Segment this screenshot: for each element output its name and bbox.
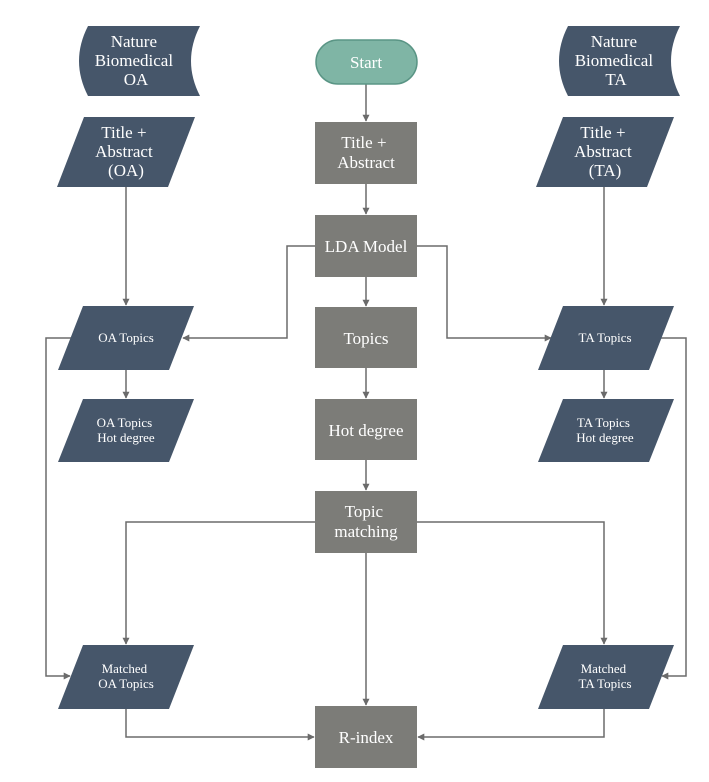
label-line: Abstract xyxy=(574,142,632,161)
label-line: Abstract xyxy=(337,153,395,172)
start-label: Start xyxy=(350,53,382,72)
hot-degree-label: Hot degree xyxy=(328,421,403,440)
label-line: Title + xyxy=(341,133,386,152)
label-line: Matched xyxy=(581,661,627,676)
svg-text:Nature Biomedical: Nature Biomedical TA xyxy=(575,32,658,89)
matched-ta-topics-data: Matched TA Topics xyxy=(538,645,674,709)
edge-lda-to-oa-topics xyxy=(182,245,315,342)
topics-process: Topics xyxy=(315,307,417,368)
svg-text:OA Topics Hot degree: OA Topics Hot degree xyxy=(97,415,156,445)
ta-topics-label: TA Topics xyxy=(578,330,631,345)
data-shape xyxy=(58,399,194,462)
title-abstract-ta-data: Title + Abstract (TA) xyxy=(536,117,674,187)
label-line: Biomedical xyxy=(95,51,174,70)
edge-matched-ta-to-r-index xyxy=(417,708,605,741)
edge-topic-matching-to-matched-ta xyxy=(417,521,608,645)
label-line: matching xyxy=(334,522,398,541)
process-shape xyxy=(315,307,417,368)
label-line: (OA) xyxy=(108,161,144,180)
label-line: Hot degree xyxy=(97,430,155,445)
topic-matching-process: Topic matching xyxy=(315,491,417,553)
svg-text:TA Topics Hot degree: TA Topics Hot degree xyxy=(576,415,634,445)
process-shape xyxy=(315,399,417,460)
label-line: TA Topics xyxy=(577,415,630,430)
process-shape xyxy=(315,706,417,768)
svg-text:Title + Abstract: Title + Abstract xyxy=(337,133,395,172)
process-shape xyxy=(315,491,417,553)
label-line: Nature xyxy=(111,32,157,51)
label-line: Hot degree xyxy=(576,430,634,445)
svg-text:Title + Abstract (: Title + Abstract (OA) xyxy=(95,123,157,180)
lda-model-label: LDA Model xyxy=(325,237,408,256)
label-line: Topic xyxy=(345,502,384,521)
process-shape xyxy=(315,122,417,184)
data-shape xyxy=(538,399,674,462)
data-shape xyxy=(57,117,195,187)
title-abstract-process: Title + Abstract xyxy=(315,122,417,184)
edge-matched-oa-to-r-index xyxy=(125,708,315,741)
r-index-process: R-index xyxy=(315,706,417,768)
svg-text:Matched OA Topics: Matched OA Topics xyxy=(98,661,154,691)
source-oa-store: Nature Biomedical OA xyxy=(79,26,200,96)
ta-topics-data: TA Topics xyxy=(538,306,674,370)
data-shape xyxy=(538,306,674,370)
matched-oa-topics-data: Matched OA Topics xyxy=(58,645,194,709)
svg-text:Title + Abstract (: Title + Abstract (TA) xyxy=(574,123,636,180)
lda-model-process: LDA Model xyxy=(315,215,417,277)
edge-topic-matching-to-matched-oa xyxy=(122,521,315,645)
label-line: Matched xyxy=(102,661,148,676)
edge-oa-topics-to-matched-oa xyxy=(45,337,76,680)
label-line: Nature xyxy=(591,32,637,51)
label-line: OA Topics xyxy=(98,676,154,691)
stored-data-shape xyxy=(79,26,200,96)
edge-ta-topics-to-matched-ta xyxy=(656,337,687,680)
label-line: Title + xyxy=(580,123,625,142)
oa-topics-data: OA Topics xyxy=(58,306,194,370)
data-shape xyxy=(58,306,194,370)
label-line: OA xyxy=(124,70,149,89)
data-shape xyxy=(58,645,194,709)
process-shape xyxy=(315,215,417,277)
topics-label: Topics xyxy=(343,329,388,348)
label-line: Biomedical xyxy=(575,51,654,70)
label-line: TA xyxy=(605,70,627,89)
svg-text:Topic matching: Topic matching xyxy=(334,502,398,541)
title-abstract-oa-data: Title + Abstract (OA) xyxy=(57,117,195,187)
start-terminal: Start xyxy=(315,39,418,85)
oa-topics-label: OA Topics xyxy=(98,330,154,345)
hot-degree-process: Hot degree xyxy=(315,399,417,460)
label-line: OA Topics xyxy=(97,415,153,430)
ta-hot-degree-data: TA Topics Hot degree xyxy=(538,399,674,462)
edge-lda-to-ta-topics xyxy=(417,245,552,342)
source-ta-store: Nature Biomedical TA xyxy=(559,26,680,96)
svg-text:Nature Biomedical: Nature Biomedical OA xyxy=(95,32,178,89)
label-line: Title + xyxy=(101,123,146,142)
data-shape xyxy=(538,645,674,709)
label-line: Abstract xyxy=(95,142,153,161)
r-index-label: R-index xyxy=(339,728,394,747)
data-shape xyxy=(536,117,674,187)
stored-data-shape xyxy=(559,26,680,96)
label-line: (TA) xyxy=(589,161,622,180)
svg-text:Matched TA Topics: Matched TA Topics xyxy=(578,661,631,691)
label-line: TA Topics xyxy=(578,676,631,691)
connectors xyxy=(45,84,687,741)
terminal-shape xyxy=(315,39,418,85)
oa-hot-degree-data: OA Topics Hot degree xyxy=(58,399,194,462)
